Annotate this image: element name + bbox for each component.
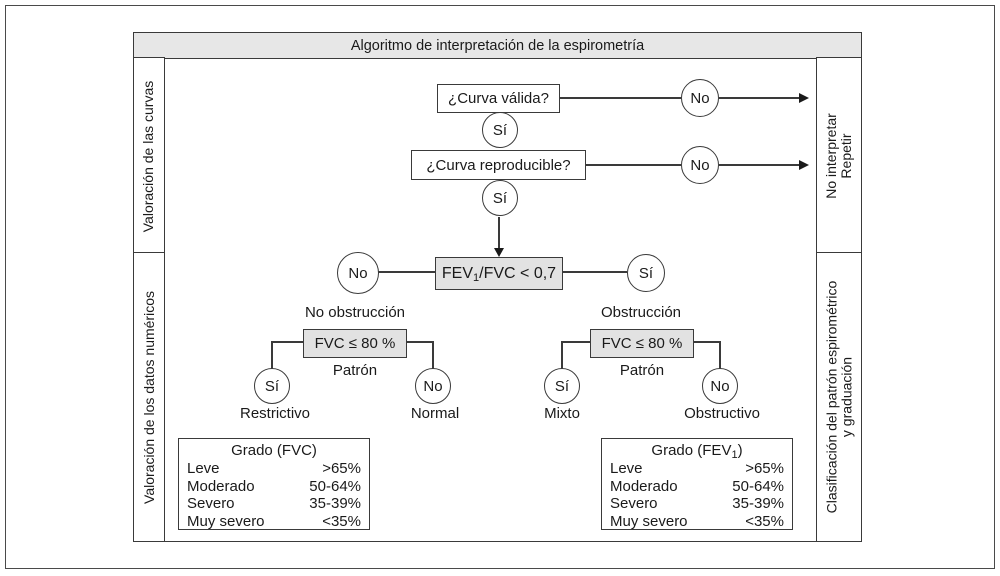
yes-circle-restrictive: Sí xyxy=(254,368,290,404)
arrowhead-down-icon xyxy=(494,248,504,257)
result-restrictive: Restrictivo xyxy=(239,405,310,422)
yes-circle-valid: Sí xyxy=(482,112,518,148)
figure-title-bar: Algoritmo de interpretación de la espiro… xyxy=(133,32,862,59)
yes-circle-reproducible: Sí xyxy=(482,180,518,216)
connector-line xyxy=(586,164,681,166)
connector-line xyxy=(719,341,721,369)
connector-line xyxy=(271,341,273,369)
fvc-box-right: FVC ≤ 80 % xyxy=(590,329,694,358)
no-circle-fev: No xyxy=(337,252,379,294)
sidebar-right-classification: Clasificación del patrón espirométrico y… xyxy=(816,252,862,542)
pattern-label-left: Patrón xyxy=(332,362,378,379)
table-row: Muy severo<35% xyxy=(610,512,784,530)
connector-line xyxy=(272,341,303,343)
sidebar-right-repeat: No interpretar Repetir xyxy=(816,57,862,255)
table-row: Muy severo<35% xyxy=(187,512,361,530)
yes-circle-fev: Sí xyxy=(627,254,665,292)
sidebar-left-curves-label: Valoración de las curvas xyxy=(140,80,157,232)
no-circle-reproducible: No xyxy=(681,146,719,184)
connector-line xyxy=(719,97,800,99)
no-circle-normal: No xyxy=(415,368,451,404)
result-normal: Normal xyxy=(410,405,460,422)
arrowhead-right-icon xyxy=(799,93,809,103)
table-row: Leve>65% xyxy=(187,460,361,477)
figure-title: Algoritmo de interpretación de la espiro… xyxy=(350,37,645,54)
connector-line xyxy=(377,271,435,273)
grade-table-fvc-header: Grado (FVC) xyxy=(231,442,317,459)
no-circle-valid: No xyxy=(681,79,719,117)
connector-line xyxy=(407,341,434,343)
fvc-box-left: FVC ≤ 80 % xyxy=(303,329,407,358)
connector-line xyxy=(561,341,563,369)
question-curve-valid-box: ¿Curva válida? xyxy=(437,84,560,113)
pattern-label-right: Patrón xyxy=(619,362,665,379)
connector-line xyxy=(498,217,500,250)
connector-line xyxy=(694,341,721,343)
table-row: Leve>65% xyxy=(610,460,784,477)
result-obstructive: Obstructivo xyxy=(684,405,760,422)
sidebar-right-classification-label: Clasificación del patrón espirométrico y… xyxy=(823,280,855,514)
sidebar-left-curves: Valoración de las curvas xyxy=(133,57,165,255)
arrowhead-right-icon xyxy=(799,160,809,170)
result-mixed: Mixto xyxy=(544,405,580,422)
connector-line xyxy=(560,97,681,99)
connector-line xyxy=(562,341,590,343)
question-curve-reproducible-box: ¿Curva reproducible? xyxy=(411,150,586,180)
sidebar-left-numeric: Valoración de los datos numéricos xyxy=(133,252,165,542)
grade-table-fev1-header: Grado (FEV1) xyxy=(651,442,743,461)
connector-line xyxy=(719,164,800,166)
no-circle-obstructive: No xyxy=(702,368,738,404)
connector-line xyxy=(563,271,627,273)
sidebar-left-numeric-label: Valoración de los datos numéricos xyxy=(140,290,157,504)
fev-fvc-decision-box: FEV1/FVC < 0,7 xyxy=(435,257,563,290)
branch-right-title: Obstrucción xyxy=(600,304,682,321)
yes-circle-mixed: Sí xyxy=(544,368,580,404)
connector-line xyxy=(432,341,434,369)
branch-left-title: No obstrucción xyxy=(304,304,406,321)
sidebar-right-repeat-label: No interpretar Repetir xyxy=(823,113,854,199)
